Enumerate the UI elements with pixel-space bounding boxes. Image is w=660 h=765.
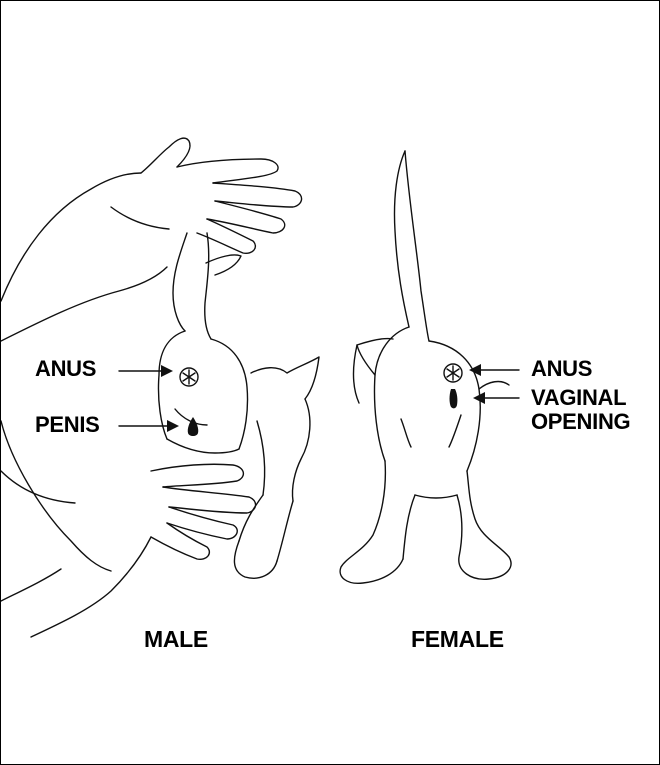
male-anus-arrow — [119, 365, 173, 377]
male-penis-label: PENIS — [35, 413, 100, 437]
female-anus-label: ANUS — [531, 357, 592, 381]
male-penis-arrow — [119, 420, 179, 432]
female-caption: FEMALE — [411, 627, 504, 651]
female-vaginal-label-line1: VAGINAL — [531, 386, 626, 410]
male-anus-label: ANUS — [35, 357, 96, 381]
female-anus-arrow — [469, 364, 519, 376]
male-caption: MALE — [144, 627, 208, 651]
male-kitten-drawing — [158, 233, 319, 578]
upper-hand-drawing — [1, 138, 302, 341]
female-vaginal-label-line2: OPENING — [531, 410, 630, 434]
female-kitten-drawing — [340, 151, 511, 583]
